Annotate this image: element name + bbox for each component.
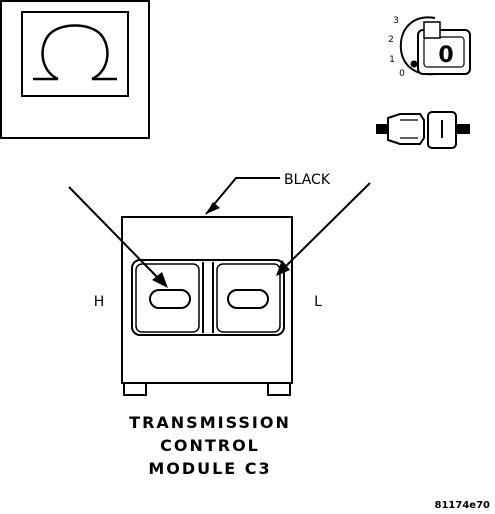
figure-id: 81174e70 [435,500,491,511]
ignition-position-0: 0 [399,69,405,79]
ohmmeter-icon [33,24,117,81]
connector-body [121,216,293,396]
pin-label-h: H [94,294,105,310]
pin-cavity-l [216,263,281,333]
connector-mating-icon [376,111,470,149]
connector-title-line-1: TRANSMISSION [129,413,291,432]
ignition-position-2: 2 [388,35,394,45]
probe-lead-h [68,186,168,288]
connector-title-line-3: MODULE C3 [148,459,271,478]
pin-label-l: L [314,294,322,310]
probe-lead-l [276,182,371,276]
key-glyph: 0 [438,43,453,68]
ignition-switch-icon: 3 2 1 0 0 [388,16,471,79]
ohmmeter-symbol-box [0,0,150,139]
wire-color-callout: BLACK [205,172,331,215]
connector-title-line-2: CONTROL [160,436,260,455]
wire-color-label: BLACK [284,172,331,188]
ignition-position-3: 3 [393,16,399,26]
pin-cavity-h [135,263,200,333]
ignition-position-1: 1 [389,55,395,65]
connector-title: TRANSMISSION CONTROL MODULE C3 [129,413,291,478]
